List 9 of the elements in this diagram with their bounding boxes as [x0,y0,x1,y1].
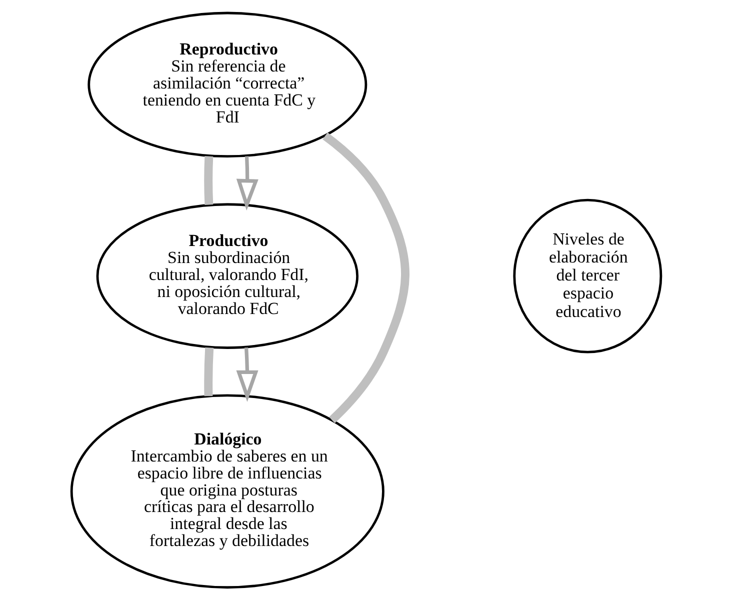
connector [322,132,409,424]
connector [204,347,214,396]
connector [204,156,213,205]
node-ellipse: Reproductivo Sin referencia de asimilación “correcta” teniendo en cuenta FdC y FdI [87,12,367,158]
arrow [236,156,258,211]
node-circle: Niveles de elaboración del tercer espacio educativo [512,198,662,354]
node-ellipse: Dialógico Intercambio de saberes en un espacio libre de influencias que origina posturas críticas para el desarrollo integral desde las fortalezas y debilidades [70,394,384,589]
node-ellipse: Productivo Sin subordinación cultural, valorando FdI, ni oposición cultural, valorando FdC [96,203,358,349]
arrow [236,347,258,402]
